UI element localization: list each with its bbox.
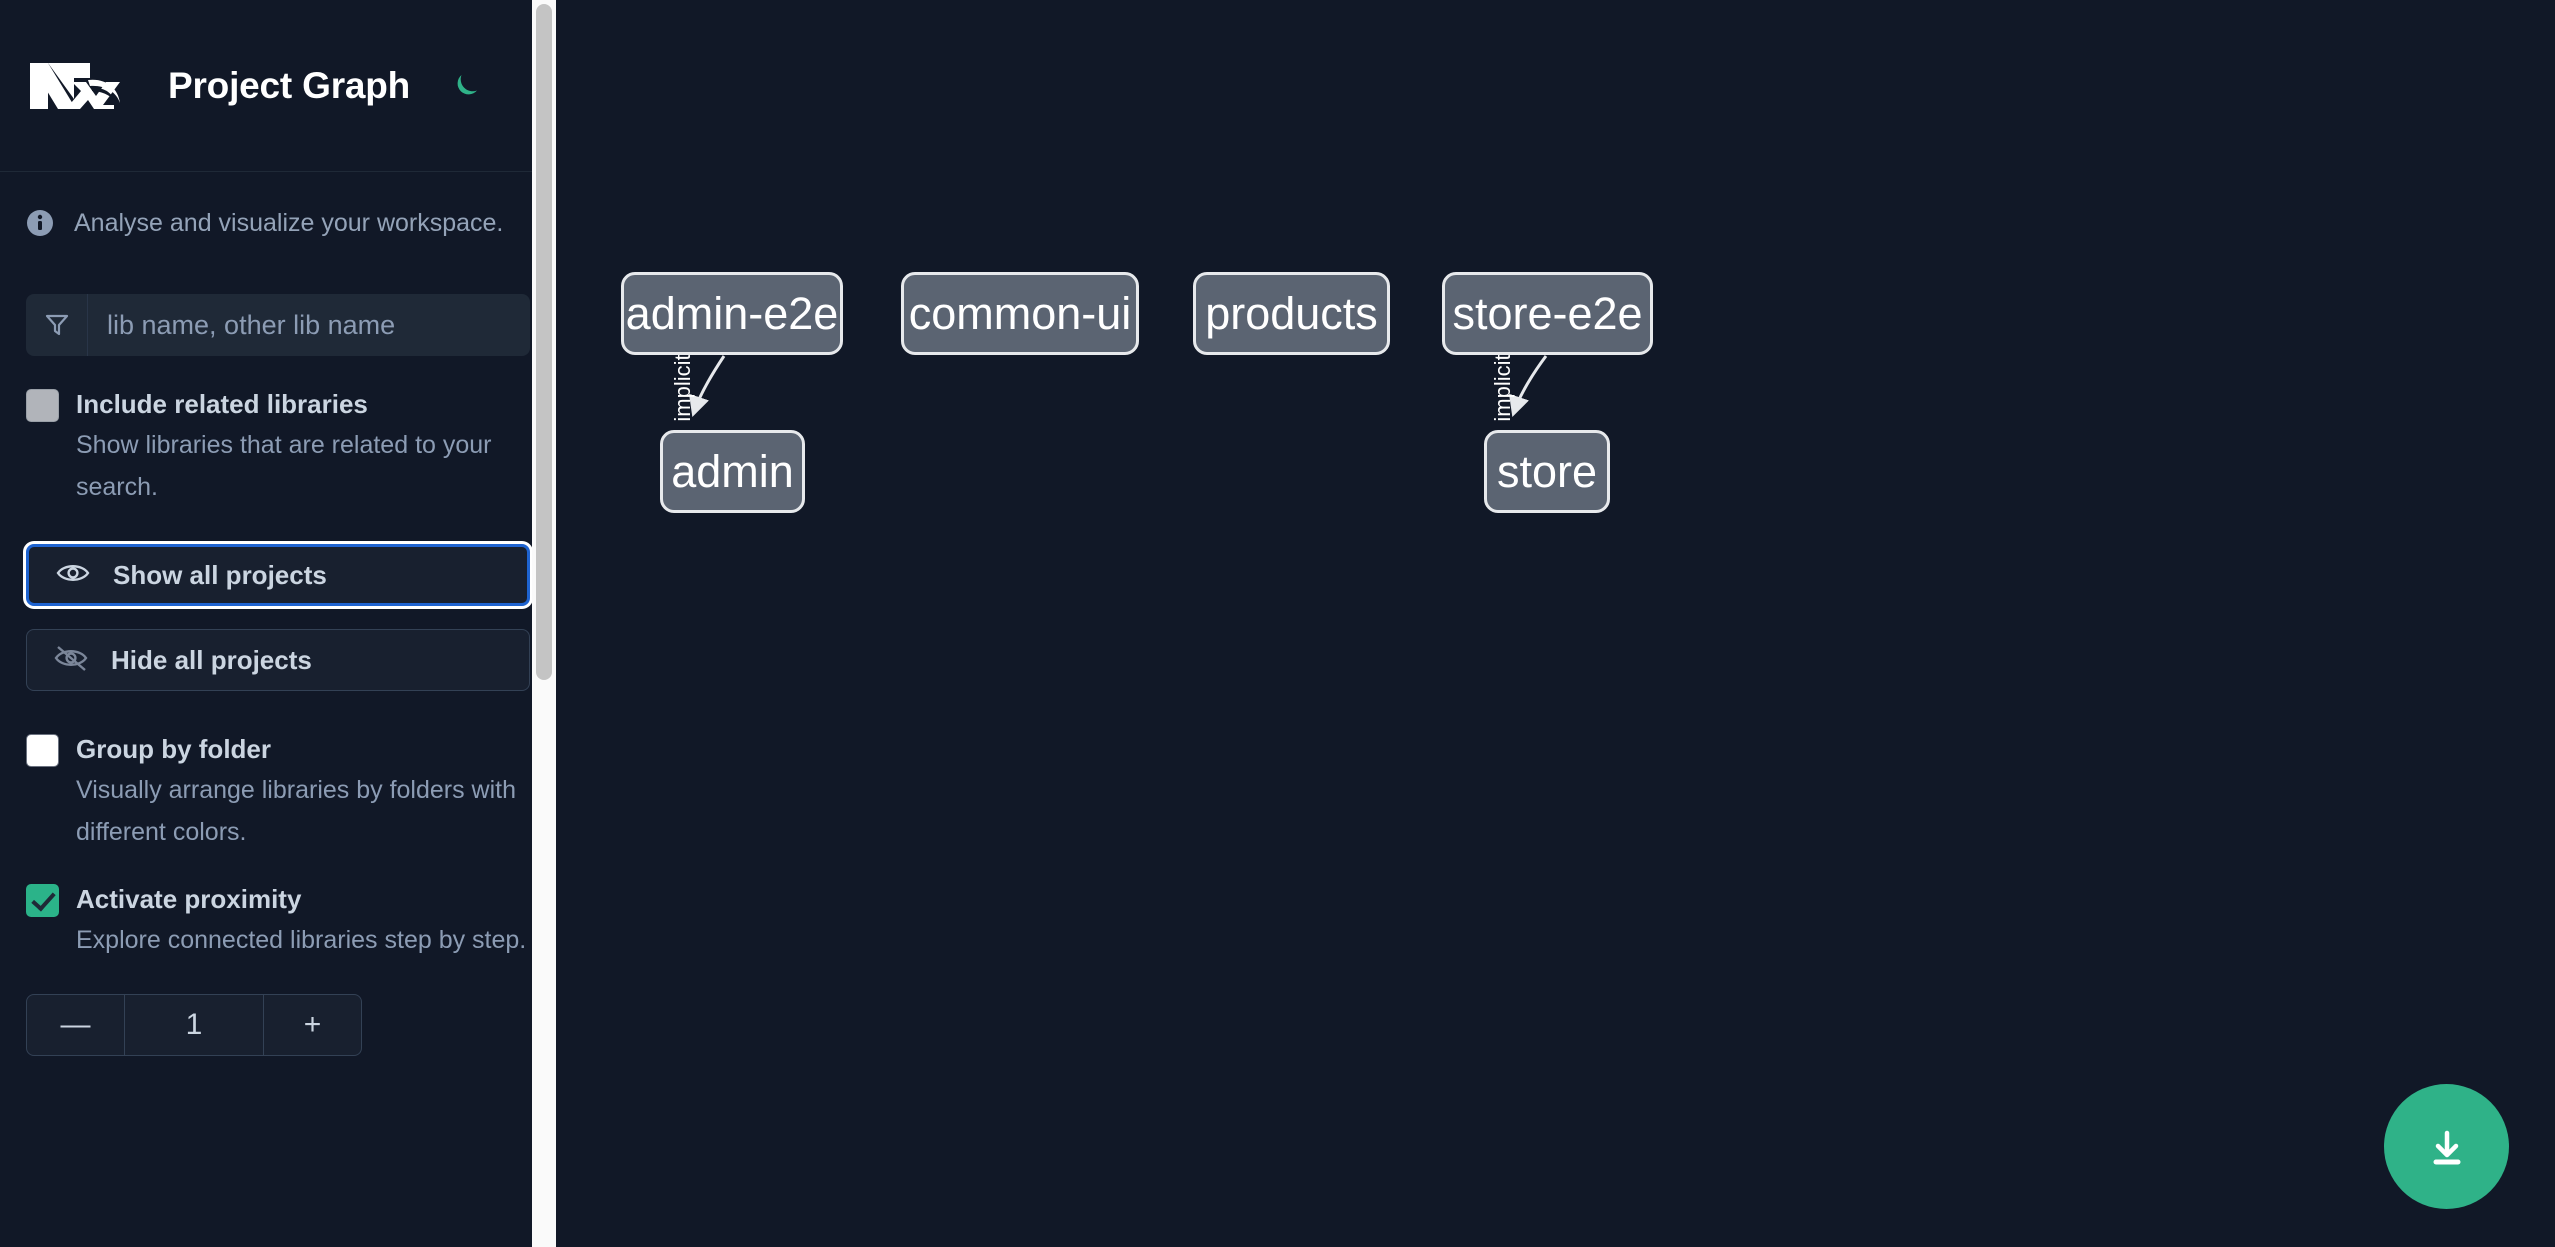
activate-proximity-label: Activate proximity — [76, 884, 302, 914]
show-all-projects-label: Show all projects — [113, 559, 327, 590]
include-related-checkbox[interactable] — [26, 389, 59, 422]
graph-node-admin-e2e[interactable]: admin-e2e — [621, 272, 843, 355]
graph-node-label: products — [1205, 287, 1378, 339]
nx-logo-icon — [26, 55, 124, 117]
option-activate-proximity[interactable]: Activate proximity Explore connected lib… — [26, 853, 530, 961]
graph-node-products[interactable]: products — [1193, 272, 1390, 355]
group-by-folder-label: Group by folder — [76, 734, 271, 764]
proximity-increment-button[interactable]: + — [263, 995, 361, 1055]
activate-proximity-checkbox[interactable] — [26, 884, 59, 917]
hide-all-projects-label: Hide all projects — [111, 644, 312, 675]
edge-label-implicit-store: implicit — [1490, 354, 1515, 421]
eye-off-icon — [53, 645, 91, 675]
sidebar-scrollbar-thumb[interactable] — [536, 4, 552, 680]
include-related-description: Show libraries that are related to your … — [76, 431, 492, 501]
graph-canvas[interactable]: implicit implicit admin-e2e common-ui prod… — [556, 0, 2555, 1247]
graph-node-store[interactable]: store — [1484, 430, 1610, 513]
group-by-folder-checkbox[interactable] — [26, 734, 59, 767]
download-icon — [2433, 1130, 2460, 1164]
eye-icon — [55, 560, 93, 590]
tagline-text: Analyse and visualize your workspace. — [74, 208, 504, 237]
info-icon — [26, 209, 54, 237]
option-group-by-folder[interactable]: Group by folder Visually arrange librari… — [26, 691, 530, 853]
sidebar-scrollbar[interactable] — [532, 0, 556, 1247]
sidebar: Project Graph Analyse and visualize your… — [0, 0, 556, 1247]
hide-all-projects-button[interactable]: Hide all projects — [26, 629, 530, 691]
moon-icon[interactable] — [444, 64, 488, 108]
sidebar-header: Project Graph — [0, 0, 556, 172]
proximity-value: 1 — [185, 1008, 203, 1041]
show-all-projects-button[interactable]: Show all projects — [26, 544, 530, 606]
graph-node-admin[interactable]: admin — [660, 430, 805, 513]
graph-node-label: admin — [671, 445, 794, 497]
graph-node-common-ui[interactable]: common-ui — [901, 272, 1139, 355]
proximity-decrement-button[interactable]: — — [27, 995, 125, 1055]
sidebar-body: Include related libraries Show libraries… — [0, 294, 556, 1056]
graph-edges-layer: implicit implicit — [670, 354, 1548, 422]
group-by-folder-description: Visually arrange libraries by folders wi… — [76, 776, 517, 846]
filter-funnel-icon — [26, 294, 88, 356]
graph-node-store-e2e[interactable]: store-e2e — [1442, 272, 1653, 355]
edge-store-e2e-to-store: implicit — [1490, 354, 1548, 422]
page-title: Project Graph — [168, 64, 411, 106]
graph-node-label: common-ui — [908, 287, 1132, 339]
graph-node-label: store — [1496, 445, 1598, 497]
tagline: Analyse and visualize your workspace. — [0, 172, 556, 274]
edge-admin-e2e-to-admin: implicit — [670, 354, 726, 422]
graph-node-label: admin-e2e — [625, 287, 839, 339]
search-input[interactable] — [88, 294, 530, 356]
visibility-button-group: Show all projects Hide all projects — [26, 544, 530, 691]
include-related-label: Include related libraries — [76, 389, 368, 419]
option-include-related-libraries[interactable]: Include related libraries Show libraries… — [26, 356, 530, 508]
activate-proximity-description: Explore connected libraries step by step… — [76, 926, 527, 954]
search-filter-row — [26, 294, 530, 356]
download-graph-button[interactable] — [2384, 1084, 2509, 1209]
proximity-stepper: — 1 + — [26, 994, 362, 1056]
edge-label-implicit-admin: implicit — [670, 354, 695, 421]
graph-node-label: store-e2e — [1452, 287, 1643, 339]
